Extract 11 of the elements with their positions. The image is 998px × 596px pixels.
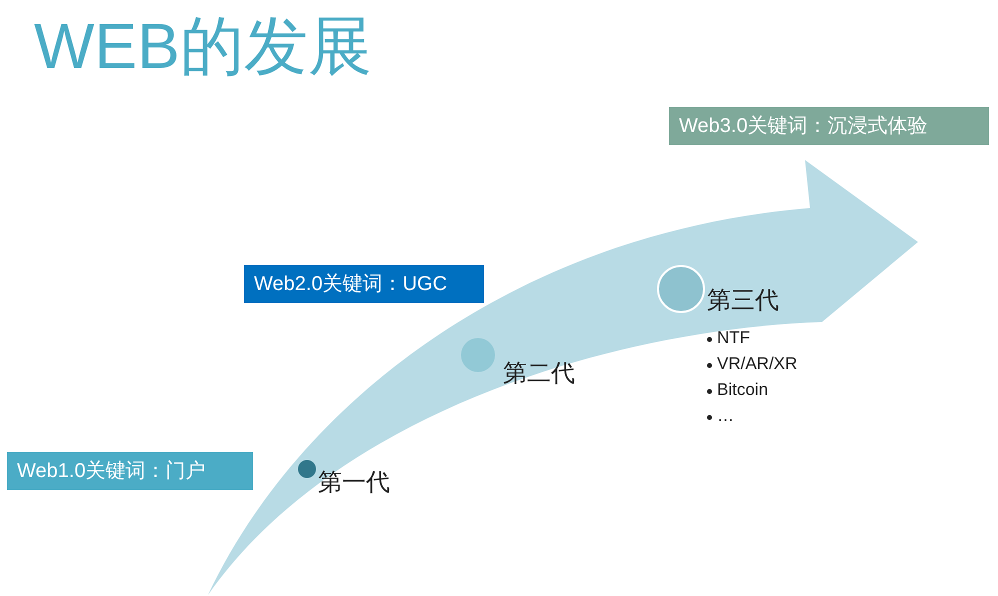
keyword-box: Web3.0关键词：沉浸式体验 [669,107,989,145]
bullet-item: VR/AR/XR [717,354,798,374]
keyword-box: Web2.0关键词：UGC [244,265,484,303]
keyword-box: Web1.0关键词：门户 [7,452,253,490]
title: WEB的发展 [34,9,372,84]
bullet-item: … [717,406,734,426]
bullet-item: NTF [717,328,750,348]
bullet-item: Bitcoin [717,380,768,400]
generation-label: 第一代 [318,467,390,498]
generation-label: 第二代 [503,358,575,389]
generation-label: 第三代 [707,285,779,316]
